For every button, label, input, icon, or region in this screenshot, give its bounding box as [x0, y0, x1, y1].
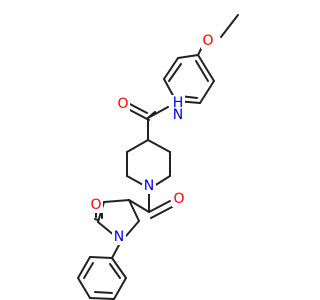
ketone-oxygen-background — [172, 191, 186, 207]
amide-n-background — [171, 107, 185, 123]
piperidine-bond-1 — [126, 139, 149, 153]
aryl-ring-bond-2 — [163, 57, 179, 80]
methoxy-oxygen-label: O — [202, 33, 213, 49]
lactam-bond-4 — [125, 220, 140, 237]
aryl-ring-inner-bond-3 — [195, 60, 209, 82]
phenyl-inner-bond-3 — [109, 263, 121, 279]
piperidine-n-background — [142, 178, 156, 194]
n-phenyl-bond — [111, 244, 120, 259]
methoxy-oxygen-background — [201, 33, 215, 49]
amide-carbonyl-double-bond-2 — [127, 108, 150, 121]
lactam-carbonyl-bond-short — [94, 218, 99, 221]
ketone-oxygen-label: O — [173, 191, 184, 207]
piperidine-n-label: N — [144, 178, 154, 194]
piperidine-bond-4 — [153, 175, 171, 187]
phenyl-bond-3 — [77, 277, 91, 299]
amide-carbonyl-upper-short-bond-copy — [147, 111, 156, 119]
bond-layer — [77, 14, 239, 300]
amide-h-label: H — [173, 95, 184, 111]
phenyl-inner-bond-2 — [94, 291, 113, 294]
lactam-oxygen-label: O — [90, 197, 101, 213]
phenyl-bond-2 — [77, 256, 91, 279]
methoxy-methyl-bond — [220, 14, 239, 38]
lactam-n-background — [112, 229, 126, 245]
aryl-ring-bond-5 — [199, 80, 215, 104]
phenyl-inner-bond-1 — [83, 262, 94, 279]
phenyl-bond-5 — [113, 277, 127, 300]
aryl-ring-inner-bond-1 — [168, 63, 182, 82]
molecule-structure: O O H N N O O N — [77, 14, 239, 300]
amide-oxygen-label: O — [117, 96, 128, 112]
lactam-bond-5 — [128, 199, 140, 222]
atom-label-backgrounds — [89, 33, 215, 245]
ketone-double-bond-1 — [148, 200, 171, 213]
ketone-double-bond-2 — [150, 206, 173, 219]
atom-labels: O O H N N O O N — [90, 33, 213, 245]
amide-n-label: N — [173, 107, 183, 123]
lactam-n-label: N — [114, 229, 124, 245]
phenyl-bond-6 — [111, 257, 127, 279]
molecule-canvas: O O H N N O O N — [77, 14, 239, 300]
ketone-lactam-bond — [128, 199, 150, 213]
aryl-ring-bond-6 — [197, 54, 215, 82]
piperidine-bond-6 — [147, 139, 171, 153]
lactam-oxygen-background — [89, 197, 103, 213]
lactam-bond-1 — [103, 199, 130, 203]
phenyl-bond-1 — [89, 256, 113, 259]
aryl-ring-bond-1 — [177, 54, 199, 59]
amide-oxygen-background — [116, 96, 130, 112]
phenyl-bond-4 — [89, 297, 115, 300]
